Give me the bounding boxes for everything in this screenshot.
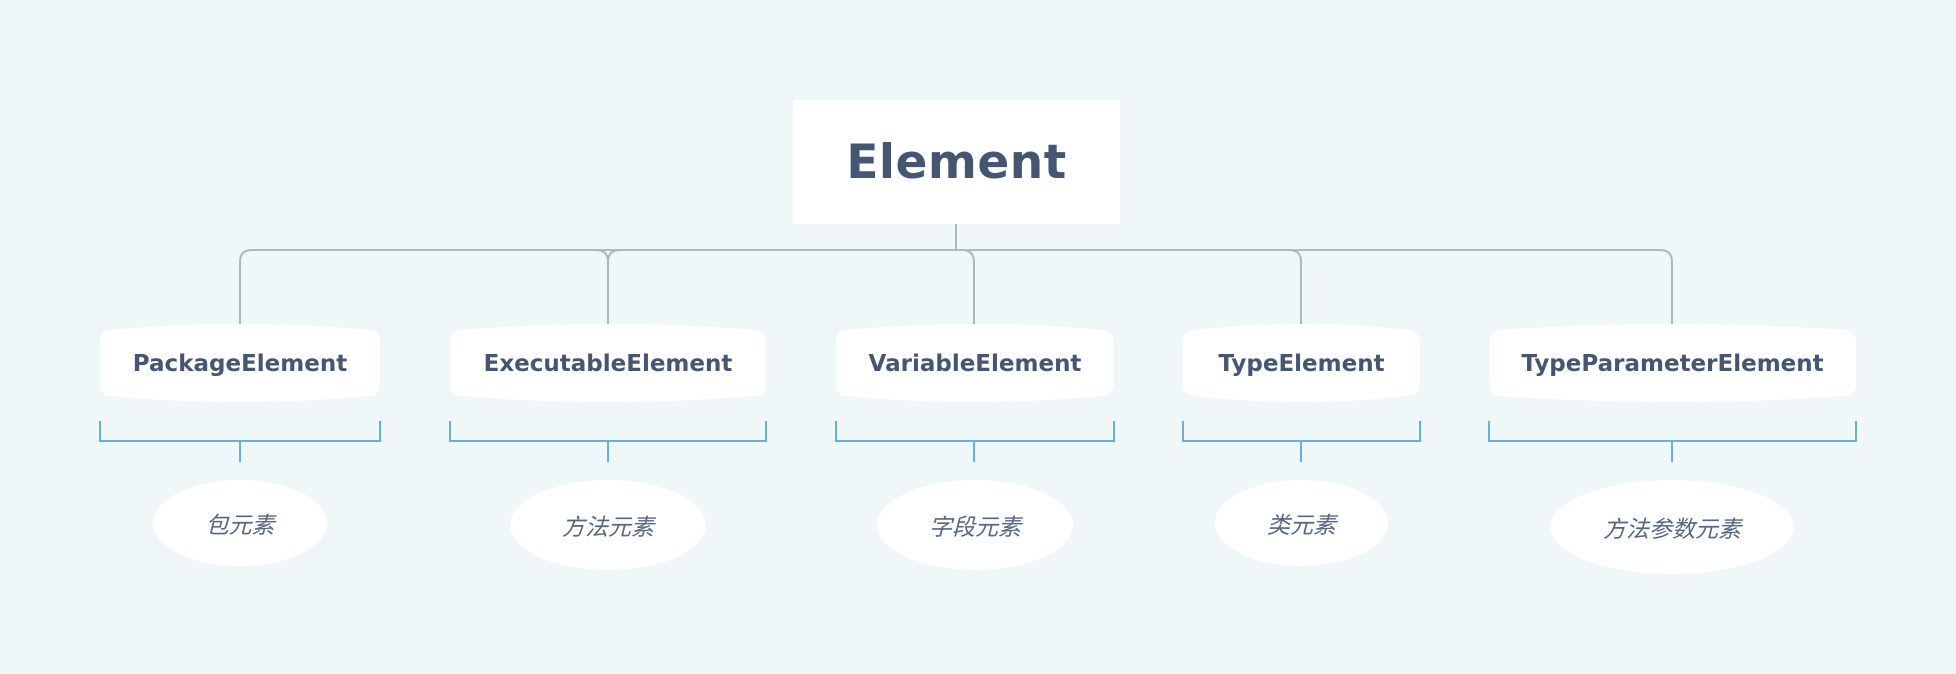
description-pill-type-element: 类元素: [1215, 480, 1388, 566]
connector-branch: [607, 249, 621, 263]
root-node-label: Element: [846, 134, 1067, 190]
description-label: 类元素: [1267, 513, 1336, 539]
child-node-type-parameter-element: TypeParameterElement: [1489, 328, 1856, 400]
bracket-package-element: [99, 421, 381, 462]
root-node: Element: [793, 100, 1120, 224]
node-shape-type-parameter-element: [1489, 324, 1856, 402]
description-pill-variable-element: 字段元素: [877, 480, 1073, 570]
description-pill-package-element: 包元素: [153, 480, 327, 566]
child-node-label: ExecutableElement: [483, 351, 733, 377]
child-node-type-element: TypeElement: [1183, 328, 1420, 400]
child-node-label: TypeParameterElement: [1521, 351, 1824, 377]
bracket-type-parameter-element: [1488, 421, 1857, 462]
node-shape-executable-element: [450, 324, 766, 402]
node-shape-type-element: [1183, 324, 1420, 402]
brackets: [99, 421, 1857, 462]
child-node-executable-element: ExecutableElement: [450, 328, 766, 400]
bracket-executable-element: [449, 421, 767, 462]
child-node-label: VariableElement: [868, 351, 1082, 377]
description-label: 字段元素: [929, 515, 1021, 541]
tree-connectors: [239, 224, 1673, 324]
child-node-package-element: PackageElement: [100, 328, 380, 400]
child-node-shapes: [100, 324, 1856, 402]
node-shape-package-element: [100, 324, 380, 402]
child-node-variable-element: VariableElement: [836, 328, 1114, 400]
node-shape-variable-element: [836, 324, 1114, 402]
description-pill-type-parameter-element: 方法参数元素: [1550, 480, 1794, 574]
connector-branch: [595, 249, 609, 324]
bracket-variable-element: [835, 421, 1115, 462]
child-node-label: PackageElement: [132, 351, 348, 377]
connector-branch: [1288, 249, 1302, 324]
child-node-label: TypeElement: [1218, 351, 1385, 377]
description-label: 包元素: [205, 513, 275, 539]
description-pill-executable-element: 方法元素: [510, 480, 706, 570]
bracket-type-element: [1182, 421, 1421, 462]
connector-branch: [239, 249, 1673, 324]
description-label: 方法参数元素: [1603, 517, 1741, 543]
connector-branch: [961, 249, 975, 324]
description-label: 方法元素: [562, 515, 654, 541]
